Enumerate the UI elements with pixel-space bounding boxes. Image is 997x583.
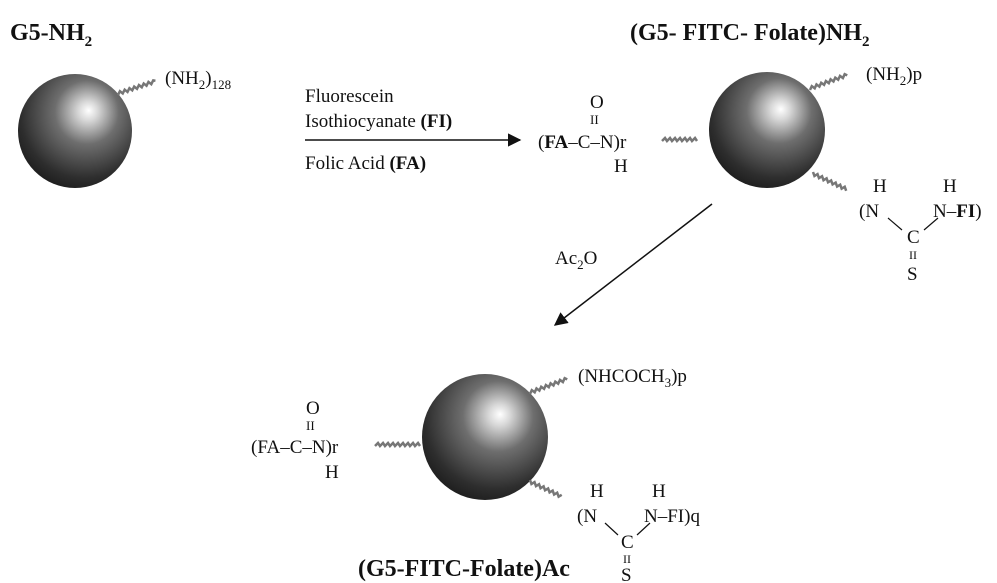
reagent-folic-acid: Folic Acid (FA) [305, 153, 426, 174]
final-thiourea-h1: H [590, 481, 604, 502]
final-thiourea-c: C [621, 532, 634, 553]
mid-amine-label: (NH2)p [866, 64, 922, 88]
title-g5-nh2: G5-NH2 [10, 20, 92, 50]
mid-thiourea-fi: N–FI) [933, 201, 982, 222]
final-bond-n1-c [604, 522, 619, 536]
final-linker-acetyl [528, 376, 568, 395]
final-carbonyl-double-bond: II [306, 418, 315, 433]
mid-dendrimer-sphere [709, 72, 825, 188]
mid-thiourea-double-bond: II [909, 248, 917, 262]
g5-linker-amine [116, 79, 156, 96]
mid-linker-fa [661, 136, 699, 143]
final-linker-fa [374, 441, 422, 448]
mid-fa-amide: (FA–C–N)r [538, 132, 627, 153]
mid-bond-c-n2 [923, 217, 939, 231]
final-thiourea-n1: (N [577, 506, 597, 527]
final-dendrimer-sphere [422, 374, 548, 500]
title-g5-fitc-folate-nh2: (G5- FITC- Folate)NH2 [630, 20, 869, 50]
mid-linker-thiourea [811, 171, 848, 192]
final-thiourea-fi: N–FI)q [644, 506, 700, 527]
g5-amine-label: (NH2)128 [165, 68, 231, 92]
final-thiourea-h2: H [652, 481, 666, 502]
title-g5-fitc-folate-ac: (G5-FITC-Folate)Ac [358, 556, 570, 582]
mid-amide-h: H [614, 156, 628, 177]
mid-carbonyl-o: O [590, 92, 604, 113]
final-acetyl-label: (NHCOCH3)p [578, 366, 687, 390]
final-carbonyl-o: O [306, 398, 320, 419]
mid-thiourea-h2: H [943, 176, 957, 197]
reagent-fluorescein: Fluorescein [305, 86, 394, 107]
mid-linker-amine [808, 72, 848, 91]
final-thiourea-s: S [621, 565, 632, 583]
reaction-arrow-2 [553, 203, 713, 326]
reagent-acetic-anhydride: Ac2O [555, 248, 597, 272]
final-thiourea-double-bond: II [623, 552, 631, 566]
final-bond-c-n2 [636, 522, 651, 536]
final-linker-thiourea [528, 479, 563, 499]
mid-thiourea-s: S [907, 264, 918, 285]
final-amide-h: H [325, 462, 339, 483]
final-fa-amide: (FA–C–N)r [251, 437, 339, 458]
mid-thiourea-h1: H [873, 176, 887, 197]
mid-thiourea-n1: (N [859, 201, 879, 222]
g5-dendrimer-sphere [18, 74, 132, 188]
mid-thiourea-c: C [907, 227, 920, 248]
mid-bond-n1-c [887, 217, 903, 231]
reagent-isothiocyanate: Isothiocyanate (FI) [305, 111, 452, 132]
mid-carbonyl-double-bond: II [590, 112, 599, 127]
